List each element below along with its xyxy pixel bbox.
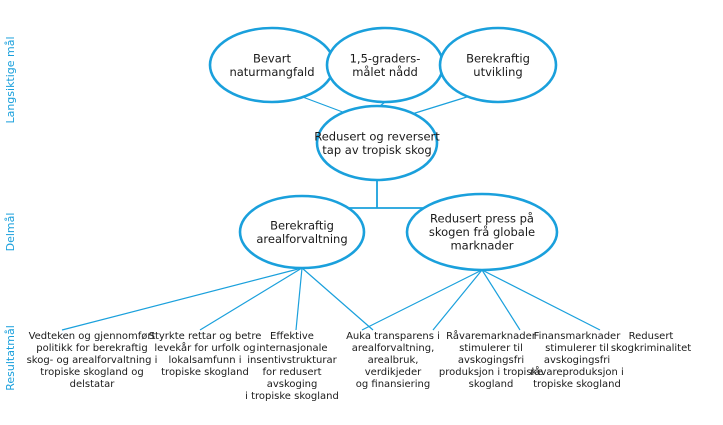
long-term-goal-1-label-line-2: naturmangfald <box>229 65 314 79</box>
result-goal-5-line-4: produksjon i tropiske <box>438 367 544 378</box>
result-goal-2-line-3: lokalsamfunn i <box>168 355 242 366</box>
result-goal-5-line-2: stimulerer til <box>459 343 523 354</box>
long-term-goal-2-label-line-1: 1,5-graders- <box>350 51 421 65</box>
connector-sub1-result-4 <box>301 267 374 331</box>
result-goal-7-line-2: skogkriminalitet <box>610 343 692 354</box>
connector-sub1-result-1 <box>61 267 303 331</box>
connector-sub2-result-4 <box>481 269 601 331</box>
side-label-long-term: Langsiktige mål <box>4 36 17 123</box>
sub-goal-1-label-line-2: arealforvaltning <box>256 232 347 246</box>
result-goal-4-line-1: Auka transparens i <box>346 331 440 342</box>
sub-goal-2-label-line-2: skogen frå globale <box>429 225 535 239</box>
sub-goal-1 <box>238 194 366 270</box>
central-goal <box>315 104 439 182</box>
result-goal-2-line-4: tropiske skogland <box>161 367 249 378</box>
result-goal-1-line-4: tropiske skogland og <box>40 367 144 378</box>
long-term-goal-1-label-line-1: Bevart <box>253 51 292 65</box>
result-goal-4-line-4: og finansiering <box>355 379 431 390</box>
long-term-goal-2-label-line-2: målet nådd <box>352 65 418 79</box>
result-goal-3-line-3: insentivstrukturar <box>247 355 337 366</box>
result-goal-6-line-2: stimulerer til <box>545 343 609 354</box>
result-goal-3-line-2: internasjonale <box>256 343 328 354</box>
result-goal-3-line-4: for redusert avskoging <box>262 367 322 390</box>
sub-goal-2-label-line-1: Redusert press på <box>430 212 534 226</box>
central-goal-label-line-2: tap av tropisk skog <box>322 143 431 157</box>
result-goal-4-line-3: arealbruk, verdikjeder <box>364 355 422 378</box>
sub-goal-2-label-line-3: marknader <box>450 239 513 253</box>
result-goal-6-line-1: Finansmarknader <box>533 331 621 342</box>
result-goal-5-line-5: skogland <box>468 379 514 390</box>
result-goal-7-line-1: Redusert <box>628 331 674 342</box>
side-label-sub-goals: Delmål <box>4 213 17 252</box>
connector-lt1-central <box>299 95 349 115</box>
result-goal-6-line-3: avskogingsfri <box>543 355 611 366</box>
result-goal-3-line-1: Effektive <box>270 331 314 342</box>
result-goal-6-line-4: råvareproduksjon i <box>530 367 624 378</box>
connector-sub1-result-3 <box>295 267 303 331</box>
result-goal-5-line-3: avskogingsfri <box>457 355 525 366</box>
long-term-goal-3-label-line-1: Berekraftig <box>466 51 530 65</box>
result-goal-6-line-5: tropiske skogland <box>533 379 621 390</box>
result-goal-1-line-2: politikk for berekraftig <box>36 343 148 354</box>
result-goal-4-line-2: arealforvaltning, <box>351 343 435 354</box>
long-term-goal-3-label-line-2: utvikling <box>473 65 522 79</box>
long-term-goal-3 <box>438 26 558 104</box>
result-goal-1-line-3: skog- og arealforvaltning i <box>26 355 158 366</box>
result-goal-1-line-5: delstatar <box>69 379 115 390</box>
connector-sub2-result-2 <box>432 269 483 331</box>
connector-sub2-result-3 <box>481 269 521 331</box>
connector-lt3-central <box>411 95 471 115</box>
result-goal-2-line-1: Styrkte rettar og betre <box>148 331 262 342</box>
connector-sub2-result-1 <box>361 269 483 331</box>
sub-goal-2 <box>405 192 559 272</box>
result-goal-3-line-5: i tropiske skogland <box>245 391 339 402</box>
result-goal-1-line-1: Vedteken og gjennomført <box>28 331 156 342</box>
central-goal-label-line-1: Redusert og reversert <box>314 129 440 143</box>
side-label-results: Resultatmål <box>4 325 17 391</box>
result-goal-2-line-2: levekår for urfolk og <box>154 343 256 354</box>
result-goal-5-line-1: Råvaremarknader <box>446 331 536 342</box>
sub-goal-1-label-line-1: Berekraftig <box>270 218 334 232</box>
connector-sub1-result-2 <box>199 267 303 331</box>
